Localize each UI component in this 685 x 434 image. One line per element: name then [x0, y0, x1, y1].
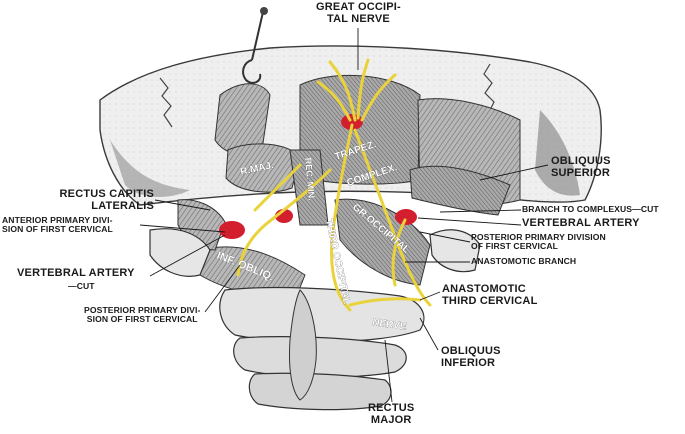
skull-shadow-right — [535, 110, 580, 196]
label-anastomotic-branch: ANASTOMOTIC BRANCH — [471, 256, 577, 266]
label-vertebral-artery-right: VERTEBRAL ARTERY — [522, 217, 640, 229]
label-obliquus-superior: OBLIQUUS SUPERIOR — [551, 155, 611, 179]
nerves — [236, 58, 432, 312]
suture-left — [159, 77, 173, 128]
label-rectus-major-line2: MAJOR — [370, 413, 412, 426]
label-anastomotic-third-line1: ANASTOMOTIC — [442, 283, 526, 295]
vertebra-c2 — [219, 286, 425, 343]
label-branch-to-complexus: BRANCH TO COMPLEXUS—CUT — [522, 204, 659, 214]
label-posterior-primary-right-line1: POSTERIOR PRIMARY DIVISION — [471, 232, 606, 242]
label-obliquus-inferior-line1: OBLIQUUS — [441, 345, 501, 357]
label-great-occipital-nerve: GREAT OCCIPI- TAL NERVE — [316, 1, 401, 25]
label-posterior-primary-right-line2: OF FIRST CERVICAL — [471, 241, 559, 252]
suture-right — [483, 63, 495, 115]
vertebra-c4 — [248, 372, 392, 411]
skull-shadow-left — [110, 140, 190, 197]
pin-hook — [242, 59, 262, 84]
pin-shaft — [251, 11, 264, 61]
label-vertebral-artery-left: VERTEBRAL ARTERY — [17, 267, 135, 279]
label-rectus-capitis-line1: RECTUS CAPITIS — [59, 188, 154, 200]
inline-rec-min: REC. MIN. — [303, 157, 317, 201]
artery-vertebral-left — [219, 221, 245, 239]
label-obliquus-superior-line1: OBLIQUUS — [551, 155, 611, 167]
label-posterior-primary-left-line1: POSTERIOR PRIMARY DIVI- — [84, 305, 201, 315]
muscle-gr-occipital-region — [334, 198, 431, 286]
artery-vertebral-right — [395, 209, 417, 225]
label-rectus-capitis-lateralis: RECTUS CAPITIS LATERALIS — [24, 188, 154, 212]
label-posterior-primary-left-line2: SION OF FIRST CERVICAL — [86, 314, 198, 325]
label-anterior-primary-line1: ANTERIOR PRIMARY DIVI- — [2, 215, 113, 225]
label-rectus-major-line1: RECTUS — [368, 402, 415, 414]
label-anastomotic-third-line2: THIRD CERVICAL — [442, 294, 538, 307]
label-great-occipital-line1: GREAT OCCIPI- — [316, 1, 401, 13]
vertebra-c3 — [233, 336, 407, 378]
label-vertebral-artery-left-cut: —CUT — [68, 281, 95, 291]
spinous-process — [289, 289, 317, 401]
leader-lines — [139, 28, 549, 403]
pin-head — [260, 7, 268, 15]
label-anterior-primary-line2: SION OF FIRST CERVICAL — [2, 224, 113, 235]
label-obliquus-inferior-line2: INFERIOR — [441, 356, 496, 369]
label-rectus-major: RECTUS MAJOR — [368, 402, 415, 426]
label-rectus-capitis-line2: LATERALIS — [91, 199, 154, 212]
label-posterior-primary-right: POSTERIOR PRIMARY DIVISION OF FIRST CERV… — [471, 232, 606, 252]
label-anterior-primary-division: ANTERIOR PRIMARY DIVI- SION OF FIRST CER… — [2, 215, 113, 235]
label-obliquus-inferior: OBLIQUUS INFERIOR — [441, 345, 501, 369]
inline-nerve: NERVE — [372, 317, 408, 333]
label-obliquus-superior-line2: SUPERIOR — [551, 166, 611, 179]
label-anastomotic-third-cervical: ANASTOMOTIC THIRD CERVICAL — [442, 283, 538, 307]
label-great-occipital-line2: TAL NERVE — [326, 12, 390, 25]
atlas-left — [149, 228, 211, 277]
label-posterior-primary-left: POSTERIOR PRIMARY DIVI- SION OF FIRST CE… — [84, 305, 201, 325]
